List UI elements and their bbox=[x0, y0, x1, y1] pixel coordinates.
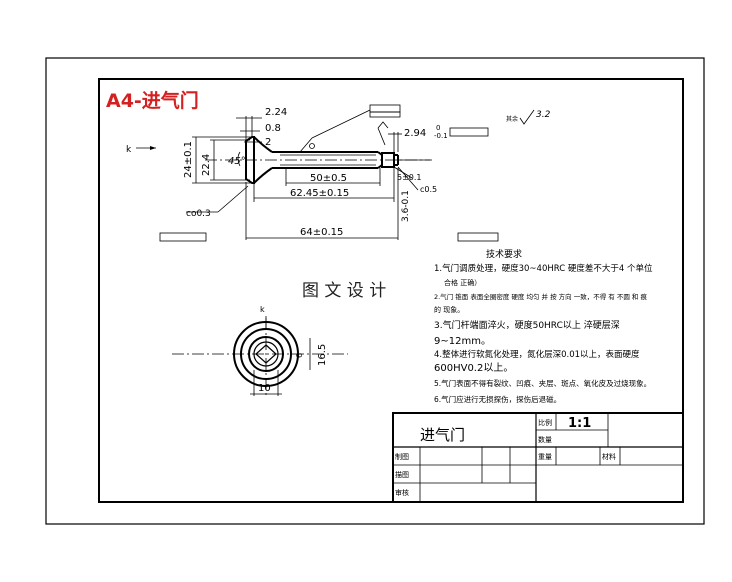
roughness-all: 3.2 bbox=[536, 110, 551, 120]
dim-62-45: 62.45±0.15 bbox=[290, 188, 349, 199]
scale-value: 1:1 bbox=[568, 416, 591, 431]
dim-16-5: 16.5 bbox=[317, 344, 328, 366]
dim-22-4: 22.4 bbox=[201, 154, 212, 176]
tech-req-line-7: 4.整体进行软氮化处理，氮化层深0.01以上，表面硬度 bbox=[434, 349, 640, 360]
dim-2-94-tol-up: 0 bbox=[436, 124, 440, 132]
view-label-k: k bbox=[260, 305, 265, 314]
dim-angle: 45° bbox=[228, 156, 246, 167]
tech-req-line-5: 3.气门杆端面淬火，硬度50HRC以上 淬硬层深 bbox=[434, 319, 620, 331]
valve-front-view: k 2.24 0.8 2 24±0.1 22.4 bbox=[126, 104, 551, 242]
tech-req-line-2: 合格 正确） bbox=[444, 278, 481, 287]
dim-50: 50±0.5 bbox=[310, 173, 347, 184]
dim-c0-5: c0.5 bbox=[420, 185, 437, 194]
dim-0-8: 0.8 bbox=[265, 123, 281, 134]
tech-req-heading: 技术要求 bbox=[486, 248, 522, 260]
tech-req-line-6: 9~12mm。 bbox=[434, 336, 491, 347]
dim-2-94-tol-lo: -0.1 bbox=[434, 132, 448, 140]
weight-label: 重量 bbox=[538, 453, 552, 461]
tech-req-line-9: 5.气门表面不得有裂纹、凹痕、夹层、斑点、氧化皮及过烧现象。 bbox=[434, 378, 651, 388]
tech-req-line-8: 600HV0.2以上。 bbox=[434, 362, 513, 374]
tech-req-line-10: 6.气门应进行无损探伤，探伤后退磁。 bbox=[434, 394, 561, 404]
title-block: 进气门 比例 1:1 数量 制图 描图 审核 重量 材料 bbox=[392, 412, 684, 503]
part-name: 进气门 bbox=[420, 426, 465, 444]
dim-10: 10 bbox=[258, 383, 271, 394]
tech-req-line-4: 的 现象。 bbox=[434, 305, 464, 314]
outer-frame bbox=[45, 57, 705, 525]
dim-3-6: 3.6-0.1 bbox=[401, 190, 411, 222]
dim-24: 24±0.1 bbox=[183, 141, 194, 178]
tech-requirements: 技术要求 1.气门调质处理，硬度30~40HRC 硬度差不大于4 个单位 合格 … bbox=[434, 248, 653, 404]
review-label: 审核 bbox=[395, 488, 409, 497]
dim-2-24: 2.24 bbox=[265, 107, 287, 118]
material-label: 材料 bbox=[602, 452, 616, 461]
dim-2-94: 2.94 bbox=[404, 128, 426, 139]
drawn-label: 制图 bbox=[395, 452, 409, 461]
dim-co0-3: co0.3 bbox=[186, 209, 211, 219]
title-banner: A4-进气门 bbox=[106, 89, 199, 112]
qty-label: 数量 bbox=[538, 435, 552, 444]
dim-6: 6 bbox=[295, 353, 304, 358]
tech-req-line-1: 1.气门调质处理，硬度30~40HRC 硬度差不大于4 个单位 bbox=[434, 263, 653, 274]
watermark-text: 图 文 设 计 bbox=[302, 281, 386, 301]
inner-frame bbox=[98, 78, 684, 503]
dim-64: 64±0.15 bbox=[300, 227, 343, 238]
roughness-mark: 其余 bbox=[506, 115, 518, 123]
check-label: 描图 bbox=[395, 470, 409, 479]
arrow-label-k: k bbox=[126, 145, 132, 155]
tech-req-line-3: 2.气门 锥面 表面全圈密度 硬度 均匀 并 按 方向 一致，不得 有 不圆 和… bbox=[434, 292, 647, 301]
scale-label: 比例 bbox=[538, 418, 552, 427]
valve-view-k: k 16.5 6 10 bbox=[172, 305, 348, 396]
dim-5: 5±0.1 bbox=[397, 173, 422, 182]
dim-2: 2 bbox=[265, 137, 271, 148]
